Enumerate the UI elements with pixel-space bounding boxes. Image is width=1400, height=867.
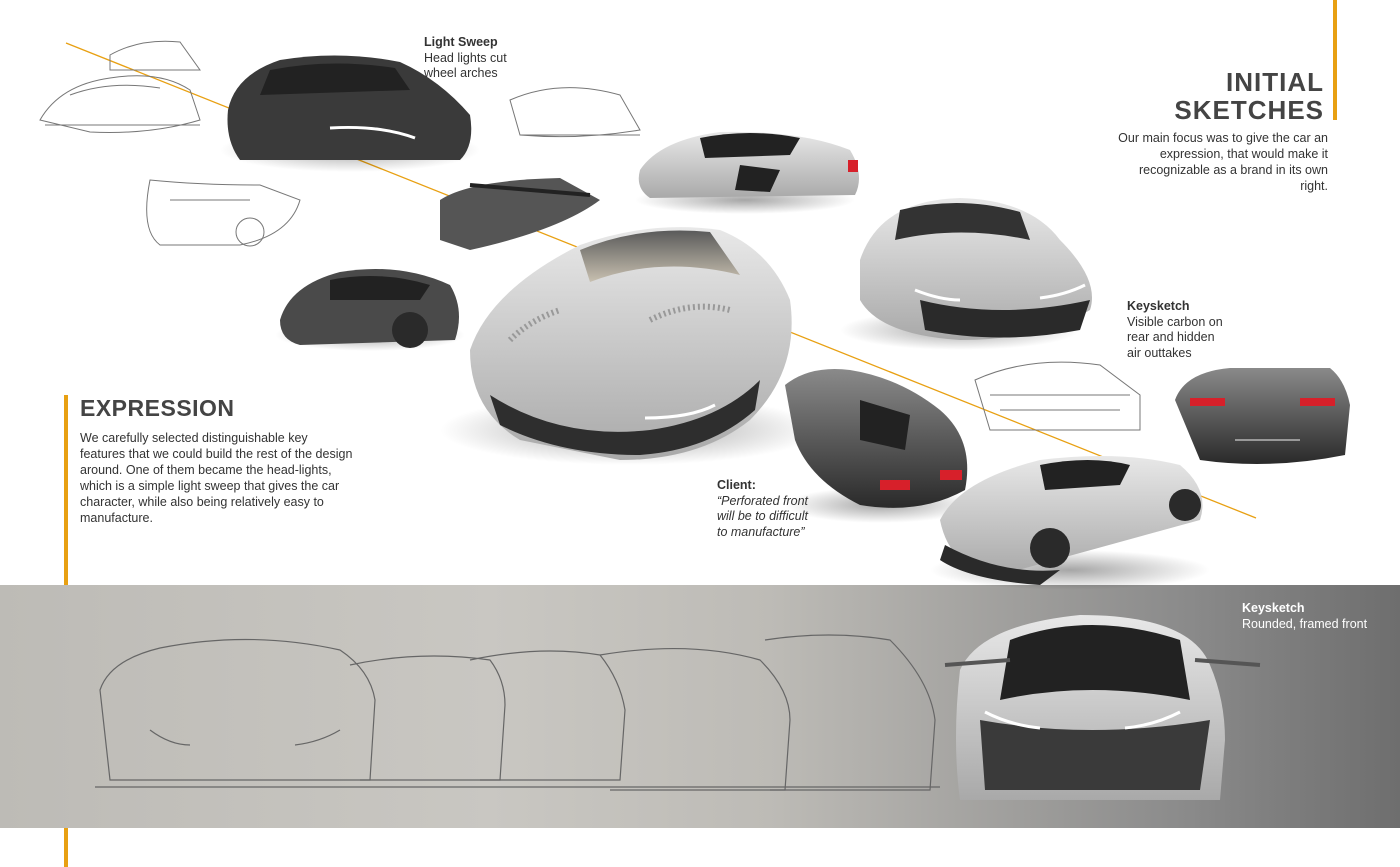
expression-body: We carefully selected distinguishable ke… — [80, 431, 353, 525]
note-line: air outtakes — [1127, 345, 1192, 360]
accent-line-top-right — [1333, 0, 1337, 120]
note-line: rear and hidden — [1127, 330, 1215, 344]
car-render-silver-side — [635, 131, 859, 214]
car-render-dark-top — [220, 55, 480, 172]
car-render-hero-front — [440, 227, 820, 465]
note-line: to manufacture” — [717, 524, 805, 539]
page-title: INITIAL SKETCHES — [1174, 68, 1324, 124]
note-heading: Client: — [717, 478, 756, 492]
intro-text: Our main focus was to give the car an ex… — [1118, 131, 1328, 193]
note-heading: Keysketch — [1127, 299, 1190, 313]
note-heading: Light Sweep — [424, 35, 498, 49]
note-keysketch-rear: Keysketch Visible carbon on rear and hid… — [1127, 299, 1223, 361]
pencil-sketch-top-left — [39, 40, 1141, 431]
note-heading: Keysketch — [1242, 601, 1305, 615]
note-line: will be to difficult — [717, 509, 809, 523]
note-line: Rounded, framed front — [1242, 616, 1368, 631]
car-render-rear-right — [1175, 368, 1350, 464]
note-line: “Perforated front — [717, 493, 809, 508]
note-light-sweep: Light Sweep Head lights cut wheel arches — [424, 35, 507, 82]
expression-title: EXPRESSION — [80, 395, 235, 421]
title-line-1: INITIAL — [1226, 67, 1324, 97]
front-view-sketches — [95, 634, 940, 791]
car-render-silver-front-right — [840, 198, 1092, 350]
note-keysketch-front: Keysketch Rounded, framed front — [1242, 601, 1367, 632]
car-render-front-keysketch — [944, 615, 1261, 800]
note-line: Visible carbon on — [1127, 314, 1223, 329]
car-render-dark-small — [275, 268, 465, 351]
note-line: Head lights cut — [424, 50, 507, 65]
car-render-spoiler — [440, 178, 600, 250]
car-render-silver-three-quarter — [930, 456, 1210, 590]
note-client: Client: “Perforated front will be to dif… — [717, 478, 808, 540]
note-line: wheel arches — [424, 66, 498, 80]
title-line-2: SKETCHES — [1174, 95, 1324, 125]
car-render-dark-rear — [785, 369, 975, 523]
